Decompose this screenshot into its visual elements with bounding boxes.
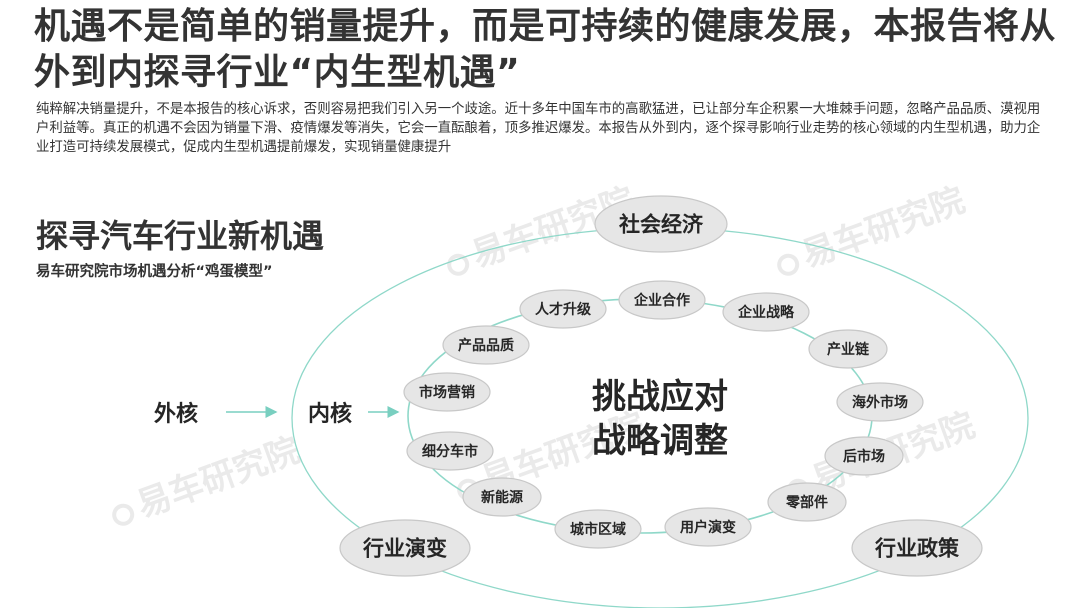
inner-node-label: 城市区域	[570, 521, 626, 538]
inner-node: 市场营销	[403, 372, 491, 412]
inner-node-label: 新能源	[481, 489, 523, 506]
inner-node: 城市区域	[554, 509, 642, 549]
outer-node-label: 行业政策	[874, 537, 960, 561]
inner-node-label: 产业链	[827, 341, 870, 358]
center-text-line1: 挑战应对	[592, 377, 728, 417]
inner-core-label: 内核	[308, 401, 352, 427]
inner-node-label: 后市场	[843, 448, 885, 465]
outer-node-shape	[594, 195, 728, 253]
page-title: 机遇不是简单的销量提升，而是可持续的健康发展，本报告将从外到内探寻行业“内生型机…	[34, 6, 1057, 93]
inner-node-shape	[554, 509, 642, 549]
inner-node: 人才升级	[519, 289, 607, 329]
inner-node-shape	[824, 436, 904, 476]
outer-node-shape	[339, 519, 471, 577]
section-subtitle: 易车研究院市场机遇分析“鸡蛋模型”	[36, 264, 273, 280]
inner-node-shape	[442, 325, 530, 365]
outer-node-shape	[851, 519, 983, 577]
inner-node-label: 市场营销	[419, 384, 475, 401]
inner-node-label: 企业战略	[737, 304, 795, 321]
outer-node: 社会经济	[594, 195, 728, 253]
section-title: 探寻汽车行业新机遇	[36, 217, 325, 255]
inner-node-shape	[722, 292, 810, 332]
inner-node-shape	[767, 482, 847, 522]
inner-node-label: 人才升级	[535, 301, 592, 318]
inner-node: 海外市场	[836, 382, 924, 422]
inner-node-shape	[519, 289, 607, 329]
inner-node-shape	[836, 382, 924, 422]
inner-node: 零部件	[767, 482, 847, 522]
inner-node: 企业战略	[722, 292, 810, 332]
outer-node: 行业演变	[339, 519, 471, 577]
inner-node-shape	[664, 507, 752, 547]
outer-node-label: 社会经济	[618, 213, 704, 237]
inner-node-label: 零部件	[785, 494, 828, 511]
inner-node-label: 海外市场	[852, 394, 908, 411]
inner-node-label: 产品品质	[458, 337, 514, 354]
outer-node-label: 行业演变	[362, 537, 447, 561]
inner-node-label: 细分车市	[422, 443, 478, 460]
inner-node-shape	[462, 477, 542, 517]
inner-node: 产业链	[808, 329, 888, 369]
outer-node: 行业政策	[851, 519, 983, 577]
inner-node-shape	[808, 329, 888, 369]
center-text-line2: 战略调整	[592, 421, 728, 461]
inner-node: 用户演变	[664, 507, 752, 547]
inner-node: 后市场	[824, 436, 904, 476]
inner-node: 新能源	[462, 477, 542, 517]
inner-node-shape	[403, 372, 491, 412]
inner-node: 企业合作	[618, 280, 706, 320]
inner-node: 产品品质	[442, 325, 530, 365]
inner-node-shape	[406, 431, 494, 471]
inner-node: 细分车市	[406, 431, 494, 471]
inner-node-label: 用户演变	[680, 519, 736, 536]
inner-node-shape	[618, 280, 706, 320]
outer-core-label: 外核	[154, 401, 198, 427]
inner-node-label: 企业合作	[633, 292, 690, 309]
intro-paragraph: 纯粹解决销量提升，不是本报告的核心诉求，否则容易把我们引入另一个歧途。近十多年中…	[36, 102, 1041, 155]
